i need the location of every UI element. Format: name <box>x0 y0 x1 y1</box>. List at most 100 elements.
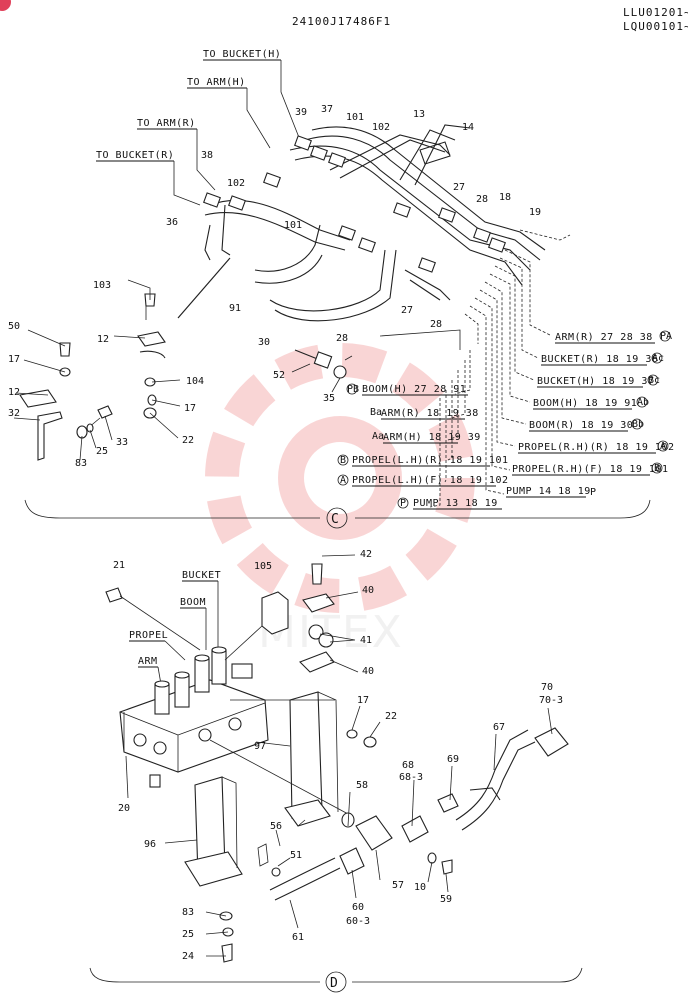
fitting-52-35 <box>291 349 353 393</box>
part-number: 25 <box>96 446 108 457</box>
port-boom-h-left: BOOM(H) 27 28 91 <box>362 384 466 395</box>
part-number: 27 <box>453 182 465 193</box>
part-number: 61 <box>292 932 304 943</box>
part-number: 21 <box>113 560 125 571</box>
part-number: 39 <box>295 107 307 118</box>
part-number: 102 <box>227 178 245 189</box>
label-to-bucket-r: TO BUCKET(R) <box>96 150 174 161</box>
watermark-gear-logo <box>205 343 475 613</box>
port-arm-h-left: ARM(H) 18 19 39 <box>383 432 481 443</box>
part-number: 51 <box>290 850 302 861</box>
part-number: 28 <box>476 194 488 205</box>
hose-assembly-d <box>257 727 569 901</box>
part-number: 30 <box>258 337 270 348</box>
drawing-number: 24100J17486F1 <box>292 15 391 28</box>
port-mark-ab: Ab <box>637 397 649 408</box>
part-number: 69 <box>447 754 459 765</box>
port-mark-b-left: B <box>340 455 346 466</box>
port-mark-p-right: P <box>590 487 596 498</box>
part-number: 37 <box>321 104 333 115</box>
part-number: 60 <box>352 902 364 913</box>
label-to-arm-r: TO ARM(R) <box>137 118 196 129</box>
part-number: 83 <box>75 458 87 469</box>
part-number: 56 <box>270 821 282 832</box>
port-bucket-h: BUCKET(H) 18 19 37 <box>537 376 654 387</box>
part-number: 12 <box>97 334 109 345</box>
part-number: 70 <box>541 682 553 693</box>
part-number: 25 <box>182 929 194 940</box>
port-mark-pb: PB <box>347 384 359 395</box>
hose-bundle <box>203 124 546 322</box>
part-number: 19 <box>529 207 541 218</box>
port-mark-bc: Bc <box>648 375 660 386</box>
serial-range-1: LLU01201~ <box>623 6 688 19</box>
part-number: 68 <box>402 760 414 771</box>
part-number: 10 <box>414 882 426 893</box>
section-d-bracket <box>89 967 583 983</box>
part-number: 42 <box>360 549 372 560</box>
part-number: 96 <box>144 839 156 850</box>
part-number: 41 <box>360 635 372 646</box>
part-number: 97 <box>254 741 266 752</box>
caption-arm: ARM <box>138 656 158 667</box>
port-mark-p-left: P <box>400 498 406 509</box>
part-number: 68-3 <box>399 772 423 783</box>
part-number: 105 <box>254 561 272 572</box>
part-number: 50 <box>8 321 20 332</box>
port-mark-bb: Bb <box>632 419 644 430</box>
port-propel-lh-f: PROPEL(L.H)(F) 18 19 102 <box>352 475 509 486</box>
part-number: 58 <box>356 780 368 791</box>
part-number: 35 <box>323 393 335 404</box>
port-pump-right: PUMP 14 18 19 <box>506 486 591 497</box>
serial-range-2: LQU00101~ <box>623 20 688 33</box>
part-number: 40 <box>362 666 374 677</box>
part-number: 12 <box>8 387 20 398</box>
section-d-view-label: D <box>330 976 338 991</box>
part-number: 67 <box>493 722 505 733</box>
part-number: 38 <box>201 150 213 161</box>
port-propel-rh-f: PROPEL(R.H)(F) 18 19 101 <box>512 464 669 475</box>
part-number: 60-3 <box>346 916 370 927</box>
part-number: 57 <box>392 880 404 891</box>
port-leaders <box>379 229 571 508</box>
port-boom-r: BOOM(R) 18 19 30 <box>529 420 633 431</box>
port-mark-aa: Aa <box>372 431 384 442</box>
part-number: 52 <box>273 370 285 381</box>
part-number: 18 <box>499 192 511 203</box>
part-number: 22 <box>385 711 397 722</box>
caption-bucket: BUCKET <box>182 570 221 581</box>
port-mark-a-left: A <box>340 475 346 486</box>
port-pump-left: PUMP 13 18 19 <box>413 498 498 509</box>
port-boom-h-right: BOOM(H) 18 19 91 <box>533 398 637 409</box>
part-number: 22 <box>182 435 194 446</box>
corner-marker-icon <box>0 0 11 11</box>
part-number: 104 <box>186 376 204 387</box>
part-number: 36 <box>166 217 178 228</box>
caption-boom: BOOM <box>180 597 206 608</box>
port-bucket-r: BUCKET(R) 18 19 36 <box>541 354 658 365</box>
part-number: 70-3 <box>539 695 563 706</box>
port-propel-rh-r: PROPEL(R.H)(R) 18 19 102 <box>518 442 675 453</box>
part-number: 101 <box>284 220 302 231</box>
port-mark-pa: PA <box>660 331 672 342</box>
clamp-parts-left <box>13 279 181 461</box>
part-number: 40 <box>362 585 374 596</box>
part-number: 24 <box>182 951 194 962</box>
port-propel-lh-r: PROPEL(L.H)(R) 18 19 101 <box>352 455 509 466</box>
watermark: MITEX <box>205 343 475 658</box>
label-to-arm-h: TO ARM(H) <box>187 77 246 88</box>
part-number: 17 <box>8 354 20 365</box>
port-arm-r-right: ARM(R) 27 28 38 <box>555 332 653 343</box>
part-number: 17 <box>357 695 369 706</box>
section-c-view-label: C <box>331 512 339 527</box>
part-number: 33 <box>116 437 128 448</box>
control-valve-20 <box>119 646 269 788</box>
port-mark-ac: Ac <box>652 353 664 364</box>
caption-propel: PROPEL <box>129 630 168 641</box>
header: 24100J17486F1 LLU01201~ LQU00101~ <box>0 0 688 33</box>
part-number: 20 <box>118 803 130 814</box>
port-mark-b: B <box>654 463 660 474</box>
port-arm-r-left: ARM(R) 18 19 38 <box>381 408 479 419</box>
